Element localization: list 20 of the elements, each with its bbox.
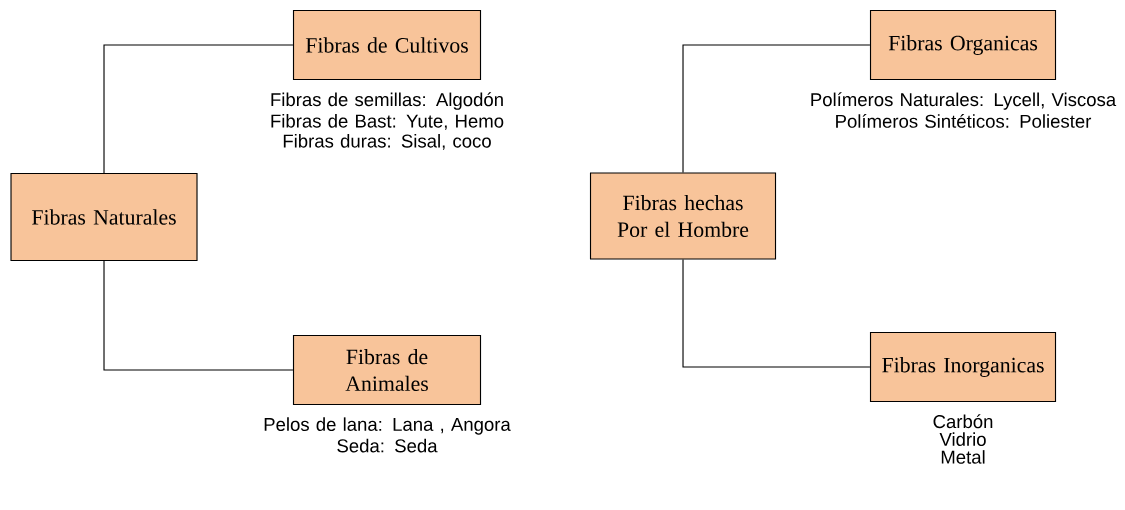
category-box: Fibras Inorganicas [869,331,1057,403]
connector-line [682,44,871,173]
note-text: Fibras duras: Sisal, coco [283,134,491,150]
note-text: Fibras de Bast: Yute, Hemo [271,114,504,130]
category-box: Fibras Naturales [10,172,198,262]
category-box: Fibras hechas Por el Hombre [589,172,777,260]
connector-line [103,260,294,371]
category-box: Fibras de Cultivos [292,9,482,81]
note-text: Carbón [933,414,993,429]
note-text: Polímeros Sintéticos: Poliester [836,114,1092,128]
category-box: Fibras de Animales [292,334,482,406]
connector-line [103,44,294,174]
note-text: Polímeros Naturales: Lycell, Viscosa [811,92,1117,110]
note-text: Vidrio [939,432,986,446]
connector-line [682,259,871,368]
note-text: Metal [941,450,985,464]
note-text: Pelos de lana: Lana , Angora [264,417,511,435]
note-text: Fibras de semillas: Algodón [271,92,503,110]
note-text: Seda: Seda [337,438,438,453]
category-box: Fibras Organicas [869,9,1057,81]
